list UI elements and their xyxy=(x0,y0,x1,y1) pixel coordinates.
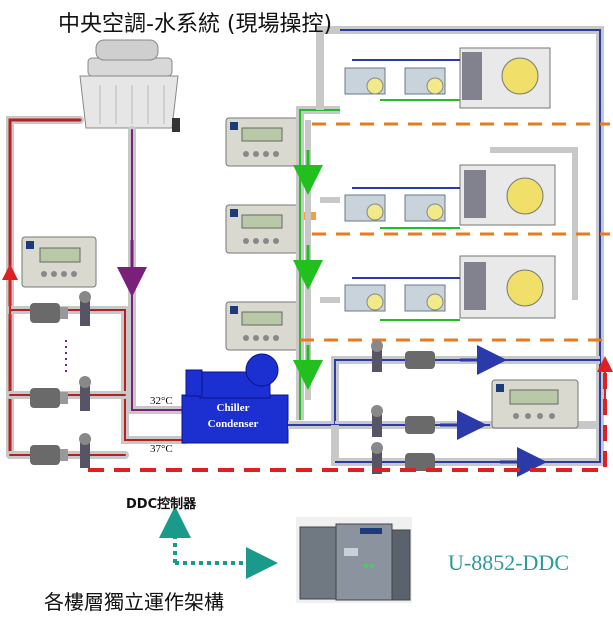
pump-unit xyxy=(30,376,91,411)
diagram-title: 中央空調-水系統 (現場操控) xyxy=(58,12,333,37)
controller-model: U-8852-DDC xyxy=(448,550,569,575)
chiller-label: Chiller Condenser xyxy=(193,400,273,432)
supply-temp-label: 32°C xyxy=(150,395,173,407)
right-controller xyxy=(491,379,579,429)
pump-unit xyxy=(371,340,435,372)
ddc-label: DDC控制器 xyxy=(126,497,197,512)
cooling-tower xyxy=(79,39,180,132)
ddc-controller-module xyxy=(296,517,412,603)
left-controller xyxy=(21,236,97,288)
floor-unit-3 xyxy=(344,255,556,321)
floor-unit-2 xyxy=(344,164,556,229)
chiller xyxy=(181,353,289,444)
floor-dividers xyxy=(300,122,610,342)
pump-unit xyxy=(30,433,91,468)
floor-unit-1 xyxy=(344,47,551,109)
chiller-label-line2: Condenser xyxy=(207,418,259,430)
right-pumps xyxy=(371,340,435,474)
floor-controller xyxy=(225,204,299,254)
left-pumps xyxy=(30,291,91,468)
pump-unit xyxy=(371,405,435,437)
chiller-label-line1: Chiller xyxy=(216,402,250,414)
floor-controller xyxy=(225,301,299,351)
bottom-caption: 各樓層獨立運作架構 xyxy=(44,590,224,614)
return-temp-label: 37°C xyxy=(150,443,173,455)
pump-unit xyxy=(371,442,435,474)
pump-unit xyxy=(30,291,91,326)
floor-controller xyxy=(225,117,299,167)
